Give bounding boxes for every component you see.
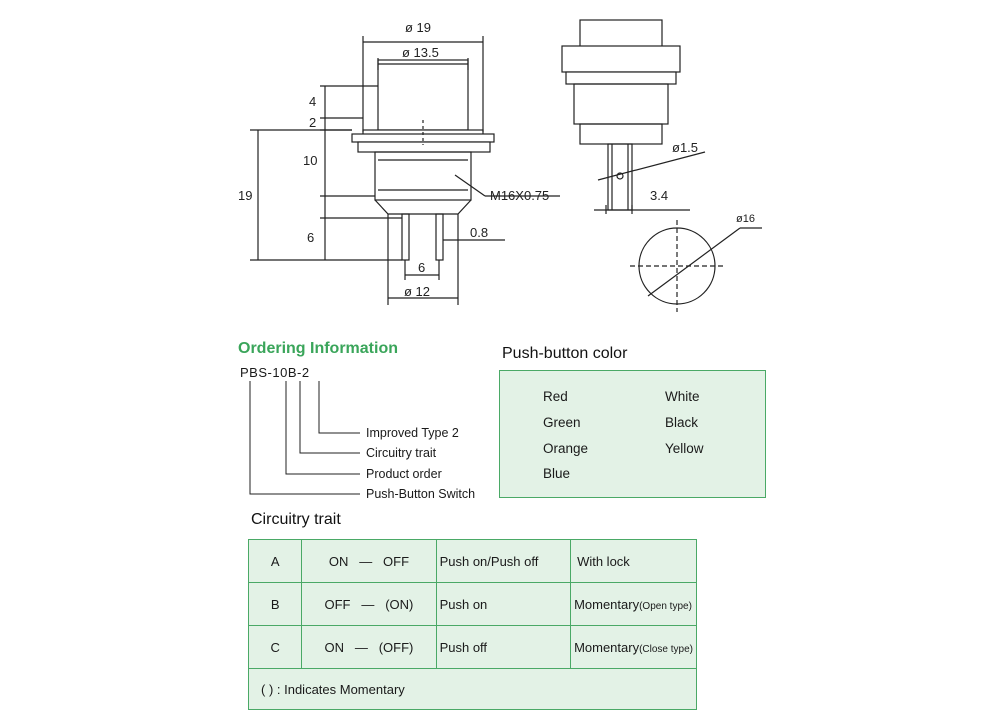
row-type: With lock: [570, 539, 697, 583]
table-row: B OFF — (ON) Push on Momentary(Open type…: [247, 582, 697, 626]
row-states: ON — OFF: [301, 539, 437, 583]
code-order: 10: [272, 365, 288, 380]
circuitry-table: A ON — OFF Push on/Push off With lock B …: [247, 539, 697, 710]
dim-pitch: 6: [418, 260, 425, 275]
code-series: PBS: [240, 365, 268, 380]
dim-d12: ø 12: [404, 284, 430, 299]
table-row: ( ) : Indicates Momentary: [248, 668, 697, 710]
color-box: Red White Green Black Orange Yellow Blue: [499, 370, 766, 498]
code-trait: B: [287, 365, 297, 380]
row-function: Push off: [435, 625, 572, 669]
row-states: OFF — (ON): [301, 582, 437, 626]
color-black: Black: [665, 415, 699, 430]
row-type: Momentary(Open type): [570, 582, 697, 626]
color-blue: Blue: [543, 466, 571, 481]
circuitry-title: Circuitry trait: [251, 511, 341, 528]
dim-h4: 4: [309, 94, 316, 109]
dim-thread: M16X0.75: [490, 188, 549, 203]
dim-h10: 10: [303, 153, 317, 168]
row-states: ON — (OFF): [301, 625, 437, 669]
dim-pin-width: 0.8: [470, 225, 488, 240]
dim-offset: 3.4: [650, 188, 668, 203]
label-product-order: Product order: [366, 467, 442, 481]
ordering-code: PBS-10B-2: [240, 365, 310, 380]
color-yellow: Yellow: [665, 441, 704, 456]
row-type: Momentary(Close type): [570, 625, 697, 669]
technical-drawing: ø 19 ø 13.5 4 2 10 19 6 M16X0.75 0.8 6 ø…: [238, 19, 762, 312]
row-function: Push on: [435, 582, 572, 626]
dim-h6: 6: [307, 230, 314, 245]
front-view: ø 19 ø 13.5 4 2 10 19 6 M16X0.75 0.8 6 ø…: [238, 20, 560, 305]
dim-d16: ø16: [736, 213, 755, 225]
color-orange: Orange: [543, 441, 589, 456]
dim-d13-5: ø 13.5: [402, 45, 439, 60]
dim-h19: 19: [238, 188, 252, 203]
label-improved-type: Improved Type 2: [366, 426, 459, 440]
color-red: Red: [543, 389, 568, 404]
row-code: B: [247, 582, 303, 626]
dim-h2: 2: [309, 115, 316, 130]
label-push-button-switch: Push-Button Switch: [366, 487, 476, 501]
row-code: C: [247, 625, 303, 669]
code-dash: -: [267, 365, 273, 380]
color-white: White: [665, 389, 700, 404]
color-title: Push-button color: [502, 345, 628, 362]
table-row: A ON — OFF Push on/Push off With lock: [247, 539, 697, 583]
dim-d19: ø 19: [405, 20, 431, 35]
table-row: C ON — (OFF) Push off Momentary(Close ty…: [247, 625, 697, 669]
row-function: Push on/Push off: [435, 539, 572, 583]
row-code: A: [247, 539, 303, 583]
code-type: 2: [301, 365, 310, 380]
table-note: ( ) : Indicates Momentary: [248, 668, 697, 710]
code-dash: -: [297, 365, 302, 380]
side-view: ø1.5 3.4 ø16: [561, 19, 762, 312]
label-circuitry-trait: Circuitry trait: [366, 446, 437, 460]
ordering-title: Ordering Information: [238, 340, 398, 357]
dim-d1-5: ø1.5: [672, 140, 698, 155]
color-green: Green: [543, 415, 581, 430]
